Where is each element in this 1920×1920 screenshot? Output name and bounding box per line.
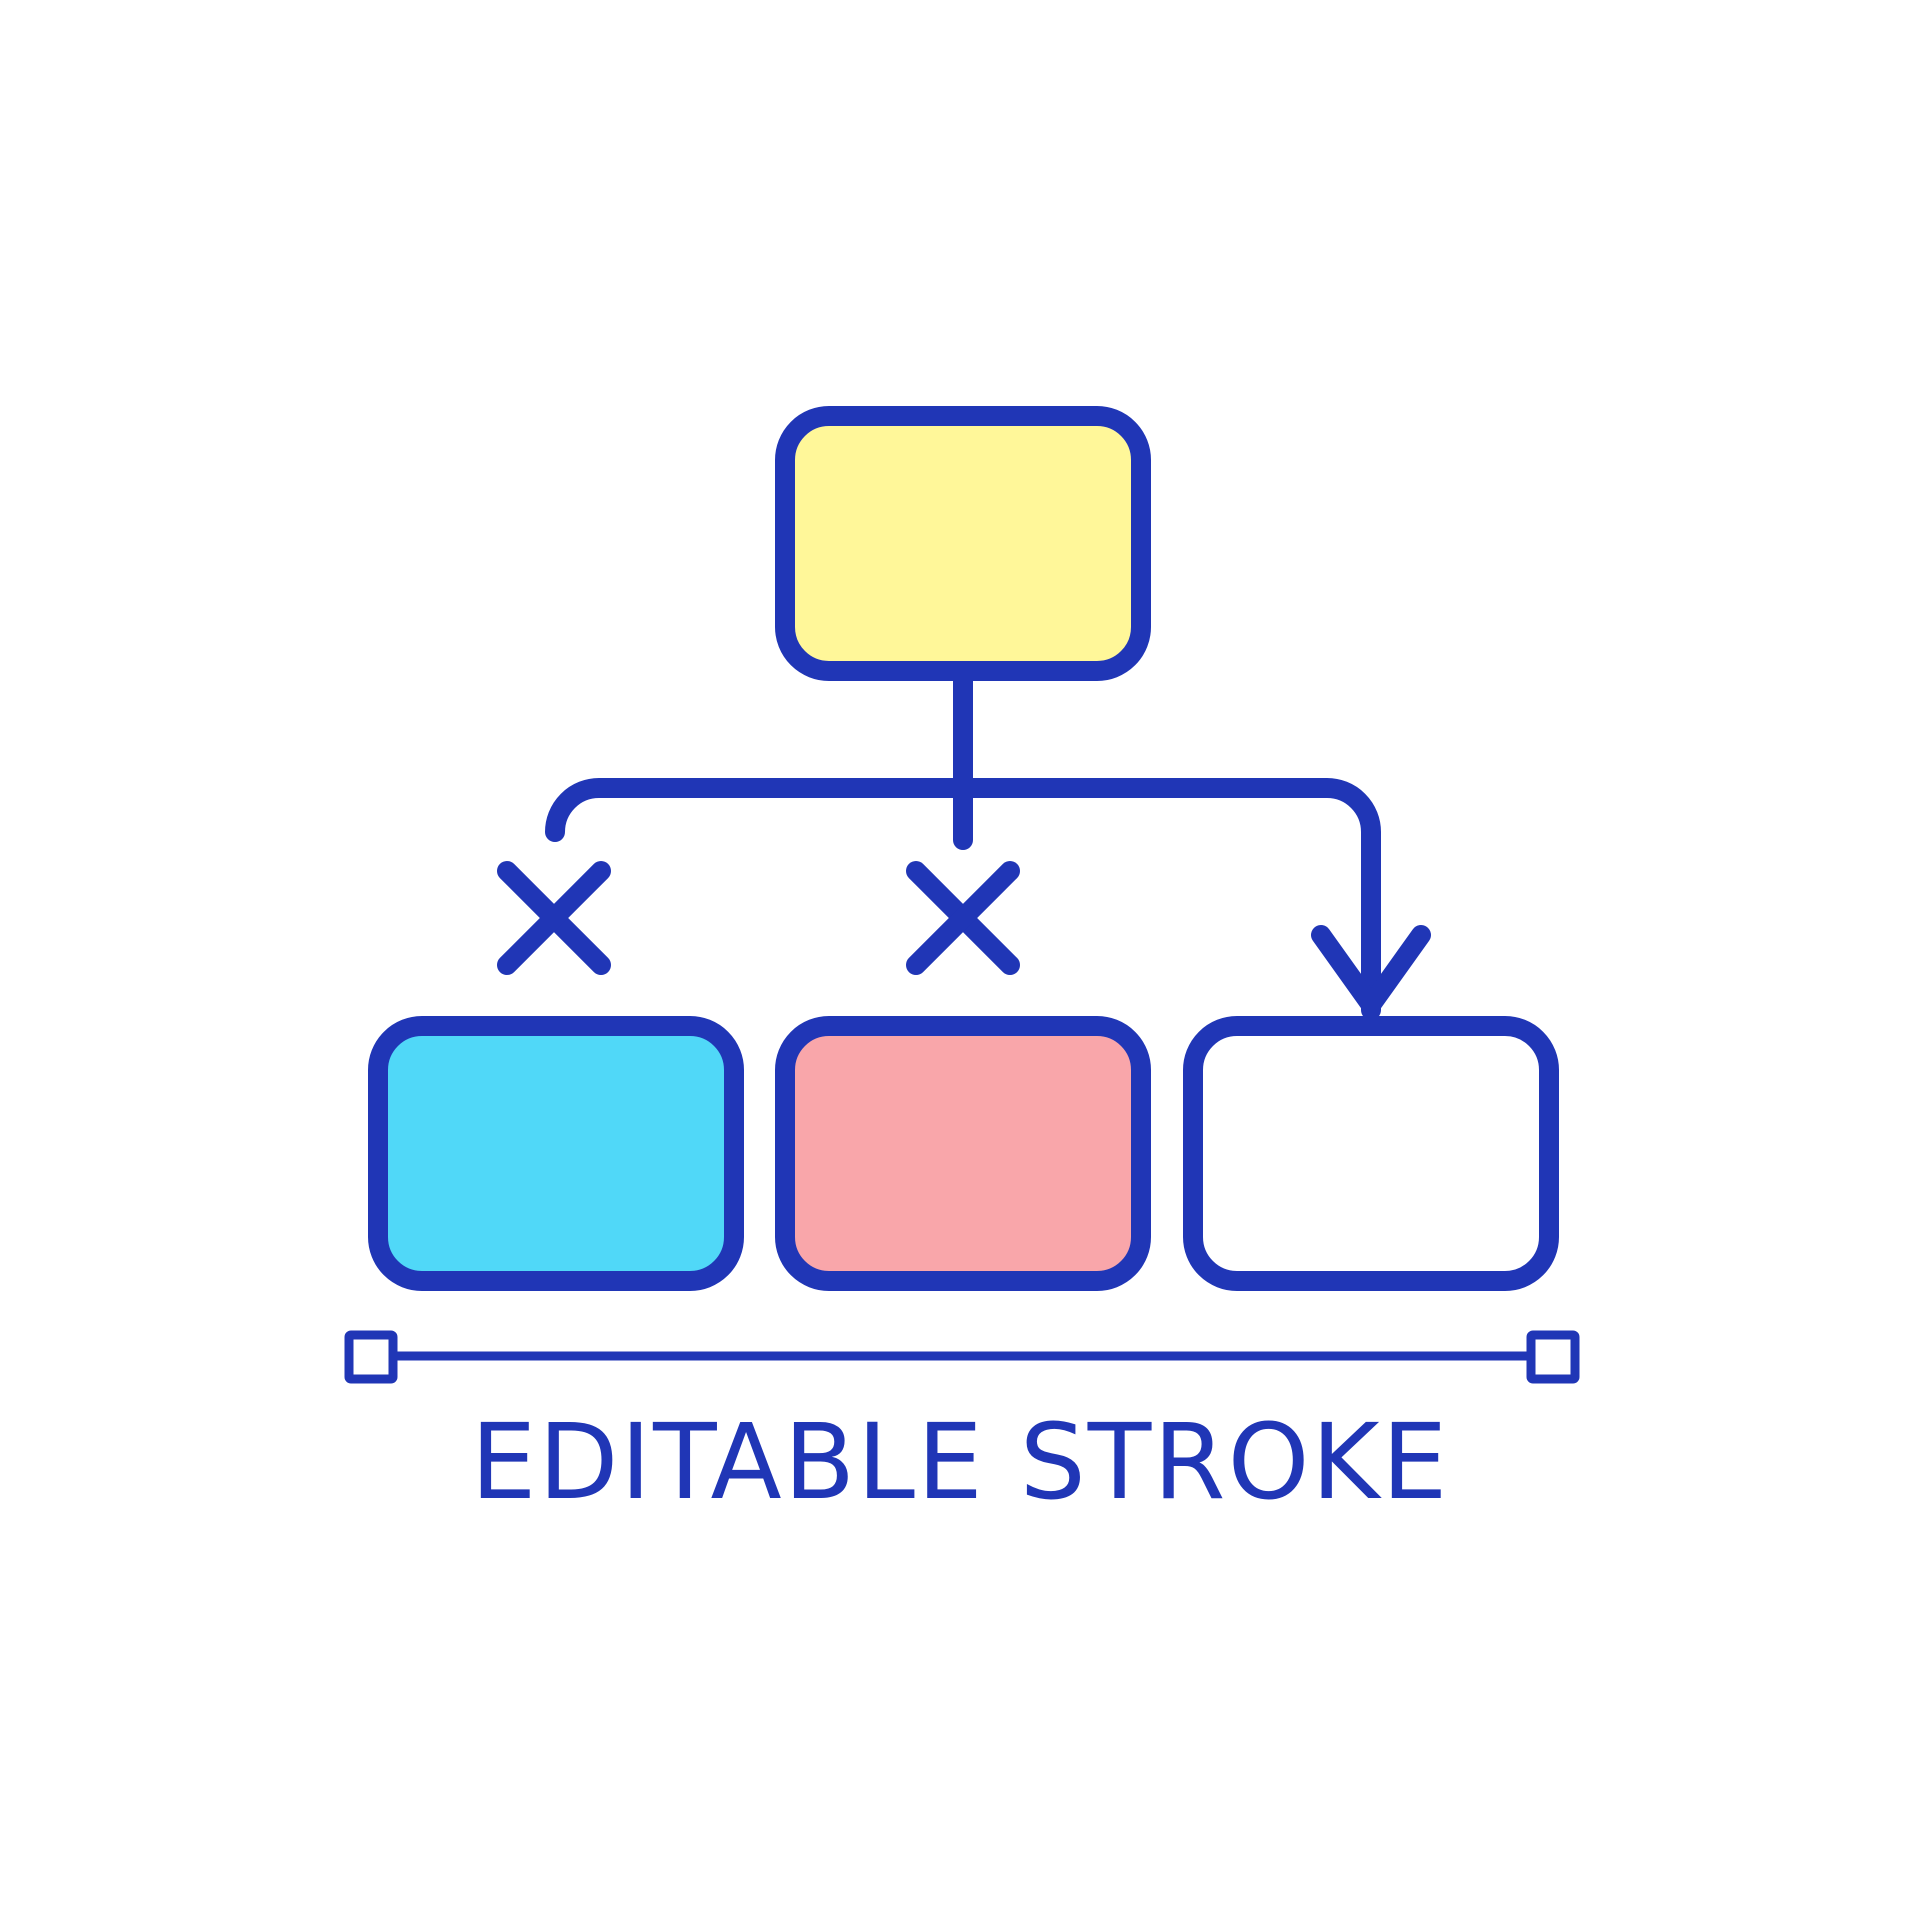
stroke-handle-left-icon — [344, 1330, 398, 1384]
root-node — [775, 406, 1151, 681]
child-node-right — [1183, 1016, 1559, 1291]
stroke-handle-right-icon — [1526, 1330, 1580, 1384]
child-node-middle — [775, 1016, 1151, 1291]
connector-branch-bar — [545, 778, 1381, 1020]
arrow-head-icon — [1311, 925, 1431, 1015]
cross-icon — [906, 861, 1020, 975]
caption-text: EDITABLE STROKE — [470, 1401, 1450, 1523]
stroke-scale — [344, 1330, 1580, 1384]
child-node-left — [368, 1016, 744, 1291]
cross-icon — [497, 861, 611, 975]
